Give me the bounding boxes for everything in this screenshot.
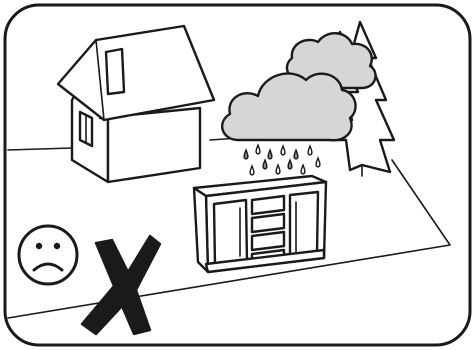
cabinet-icon	[194, 176, 326, 272]
sad-face-icon	[19, 226, 77, 284]
pictogram-frame	[5, 5, 470, 345]
